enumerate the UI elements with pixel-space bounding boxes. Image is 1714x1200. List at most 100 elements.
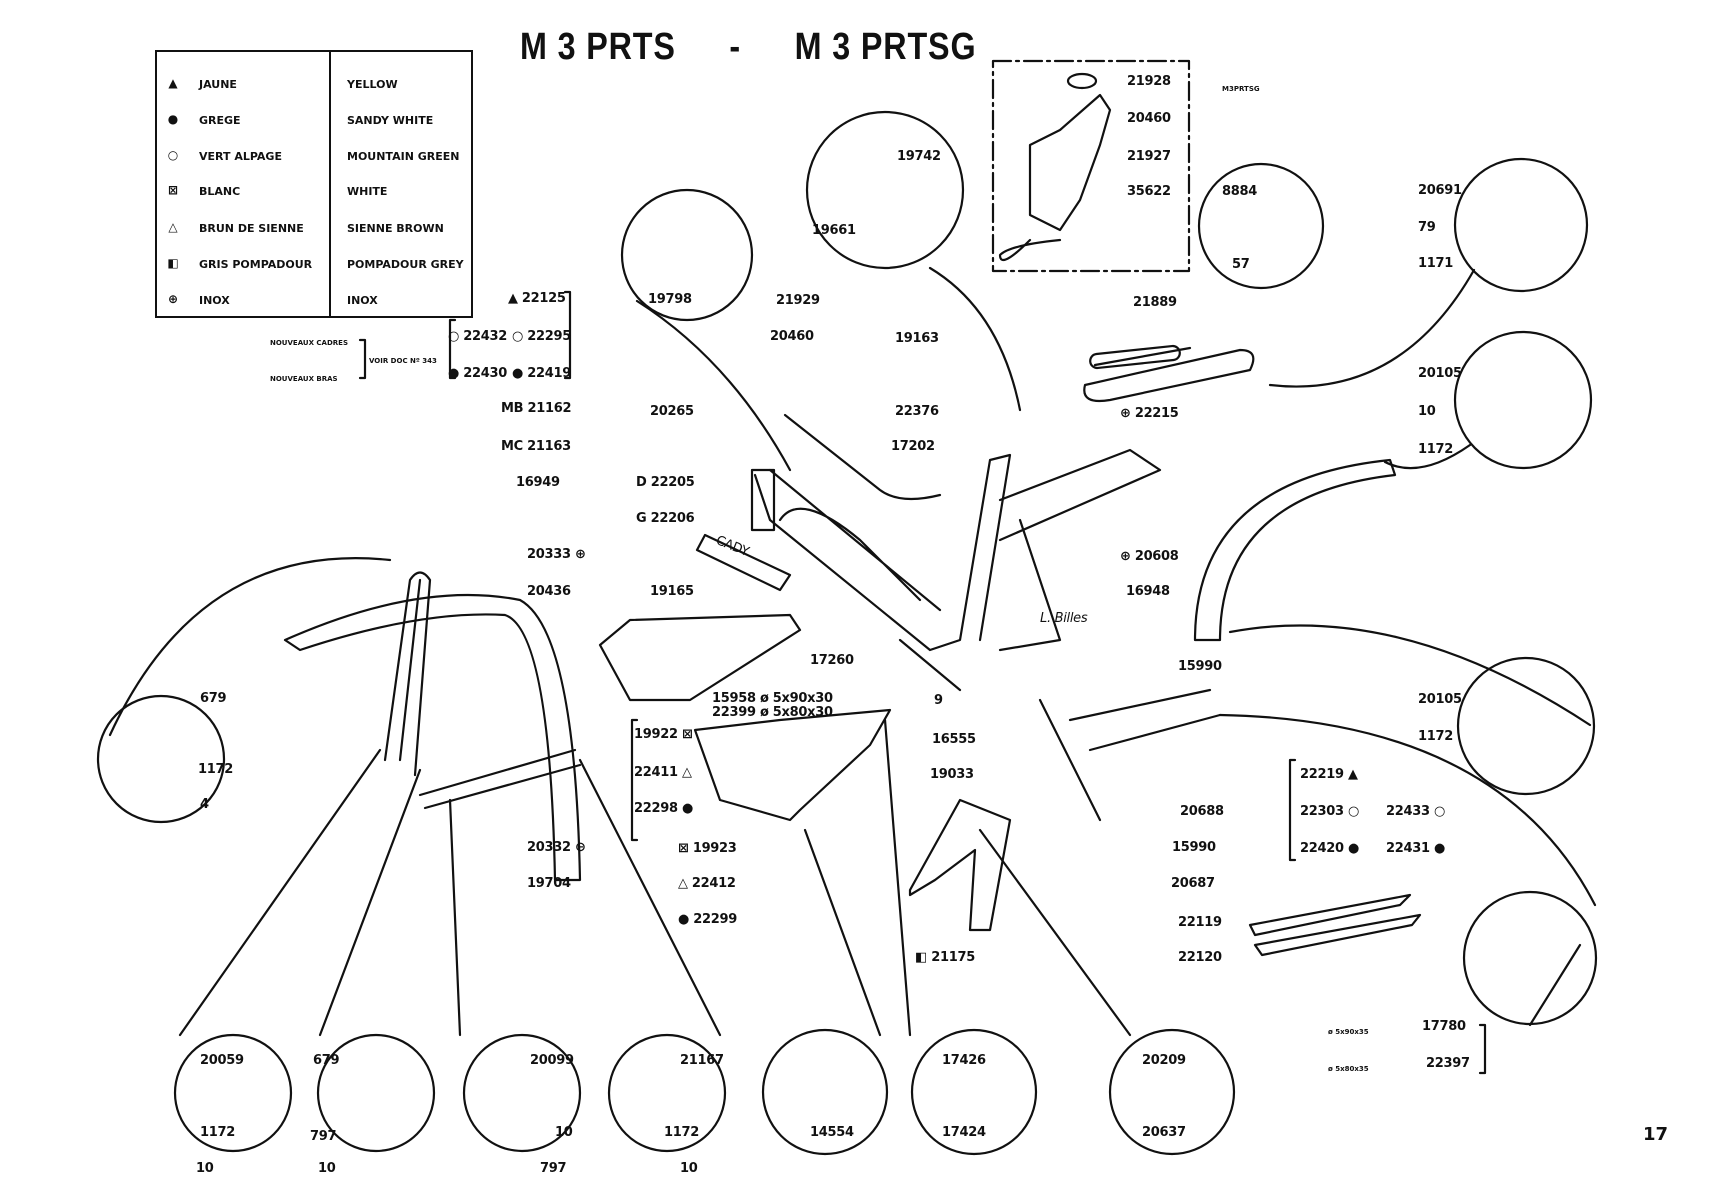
leader-line xyxy=(978,828,1132,1037)
footrest-22119 xyxy=(1248,893,1412,937)
detail-circle-19798 xyxy=(620,188,754,322)
part-label: 20637 xyxy=(1142,1125,1186,1140)
note-nouveaux-cadres: NOUVEAUX CADRES xyxy=(270,339,348,347)
part-label: 14554 xyxy=(810,1125,854,1140)
part-label: ● 22299 xyxy=(678,912,737,927)
part-label: 17202 xyxy=(891,439,935,454)
part-label: 679 xyxy=(313,1053,340,1068)
page-title: M 3 PRTS - M 3 PRTSG xyxy=(520,26,976,69)
part-label: 797 xyxy=(540,1161,567,1176)
fuel-tank xyxy=(1028,93,1112,232)
part-label: 10 xyxy=(555,1125,573,1140)
part-label: 9 xyxy=(934,693,943,708)
detail-circle-679 xyxy=(96,694,226,824)
bracket xyxy=(448,318,457,380)
part-label: ⊕ 22215 xyxy=(1120,406,1179,421)
luggage-rack xyxy=(1083,346,1255,403)
part-label: 20105 xyxy=(1418,366,1462,381)
part-label: MC 21163 xyxy=(501,439,571,454)
part-label: D 22205 xyxy=(636,475,695,490)
part-label: 21167 xyxy=(680,1053,724,1068)
part-label: 20460 xyxy=(1127,111,1171,126)
bracket xyxy=(630,718,639,842)
leader-curve xyxy=(635,299,792,472)
legend-row: ○ VERT ALPAGE MOUNTAIN GREEN xyxy=(157,148,475,168)
filled-circle-icon: ● xyxy=(167,112,179,126)
detail-circle-20691 xyxy=(1453,157,1589,293)
detail-circle-20105a xyxy=(1453,330,1593,470)
legend-fr: JAUNE xyxy=(199,78,237,91)
part-label: 21927 xyxy=(1127,149,1171,164)
part-label: 19922 ⊠ xyxy=(634,727,693,742)
part-label: ● 22419 xyxy=(512,366,571,381)
bracket xyxy=(563,290,572,380)
detail-circle-8884 xyxy=(1197,162,1325,290)
part-label: 10 xyxy=(196,1161,214,1176)
fuel-tube xyxy=(783,413,942,501)
tank-hose xyxy=(998,238,1062,262)
part-label: 22298 ● xyxy=(634,801,693,816)
leader-curve xyxy=(1268,268,1476,388)
page-number: 17 xyxy=(1643,1124,1669,1145)
part-label: 21929 xyxy=(776,293,820,308)
detail-circle-679b xyxy=(316,1033,436,1153)
part-label: 17260 xyxy=(810,653,854,668)
legend-row: ● GREGE SANDY WHITE xyxy=(157,112,475,132)
front-mudguard xyxy=(283,593,582,882)
part-label: 22399 ø 5x80x30 xyxy=(712,705,833,720)
swing-arm xyxy=(1038,688,1222,822)
color-legend: ▲ JAUNE YELLOW ● GREGE SANDY WHITE ○ VER… xyxy=(155,50,473,318)
part-label: 22431 ● xyxy=(1386,841,1445,856)
part-label: 10 xyxy=(1418,404,1436,419)
part-label: 1172 xyxy=(200,1125,235,1140)
part-label: 20687 xyxy=(1171,876,1215,891)
detail-circle-20105b xyxy=(1456,656,1596,796)
legend-fr: BRUN DE SIENNE xyxy=(199,222,304,235)
part-label: 20688 xyxy=(1180,804,1224,819)
bracket xyxy=(1478,1023,1487,1075)
legend-fr: BLANC xyxy=(199,185,241,198)
part-label: 1172 xyxy=(1418,442,1453,457)
detail-circle-17426 xyxy=(910,1028,1038,1156)
part-label: ● 22430 xyxy=(448,366,507,381)
part-label: 19742 xyxy=(897,149,941,164)
part-label: 19704 xyxy=(527,876,571,891)
legend-fr: VERT ALPAGE xyxy=(199,150,282,163)
leader-line xyxy=(448,798,462,1037)
part-label: 20059 xyxy=(200,1053,244,1068)
legend-en: MOUNTAIN GREEN xyxy=(347,150,460,163)
part-label: 15990 xyxy=(1178,659,1222,674)
part-dimension: ø 5x90x35 xyxy=(1328,1028,1369,1036)
part-label: 1171 xyxy=(1418,256,1453,271)
part-label: 22120 xyxy=(1178,950,1222,965)
legend-row: ▲ JAUNE YELLOW xyxy=(157,76,475,96)
detail-circle-20059 xyxy=(173,1033,293,1153)
boxed-x-icon: ⊠ xyxy=(167,183,179,197)
open-triangle-icon: △ xyxy=(168,220,178,234)
legend-en: WHITE xyxy=(347,185,388,198)
part-label: 19165 xyxy=(650,584,694,599)
part-label: 15958 ø 5x90x30 xyxy=(712,691,833,706)
part-label: 22433 ○ xyxy=(1386,804,1445,819)
detail-circle-14554 xyxy=(761,1028,889,1156)
part-label: 22303 ○ xyxy=(1300,804,1359,819)
detail-circle-20209 xyxy=(1108,1028,1236,1156)
note-nouveaux-bras: NOUVEAUX BRAS xyxy=(270,375,338,383)
part-label: 19163 xyxy=(895,331,939,346)
part-label: 15990 xyxy=(1172,840,1216,855)
part-label: 22219 ▲ xyxy=(1300,767,1358,782)
part-label: 20691 xyxy=(1418,183,1462,198)
part-label: 20209 xyxy=(1142,1053,1186,1068)
part-label: 57 xyxy=(1232,257,1250,272)
legend-en: SANDY WHITE xyxy=(347,114,434,127)
note-m3prtsg: M3PRTSG xyxy=(1222,85,1260,93)
legend-en: INOX xyxy=(347,294,378,307)
legend-fr: GRIS POMPADOUR xyxy=(199,258,313,271)
part-label: MB 21162 xyxy=(501,401,572,416)
legend-en: YELLOW xyxy=(347,78,398,91)
part-label: 79 xyxy=(1418,220,1436,235)
part-label: 35622 xyxy=(1127,184,1171,199)
tank-cap xyxy=(1066,72,1098,90)
detail-circle-17780 xyxy=(1462,890,1598,1026)
leader-curve xyxy=(108,557,392,737)
